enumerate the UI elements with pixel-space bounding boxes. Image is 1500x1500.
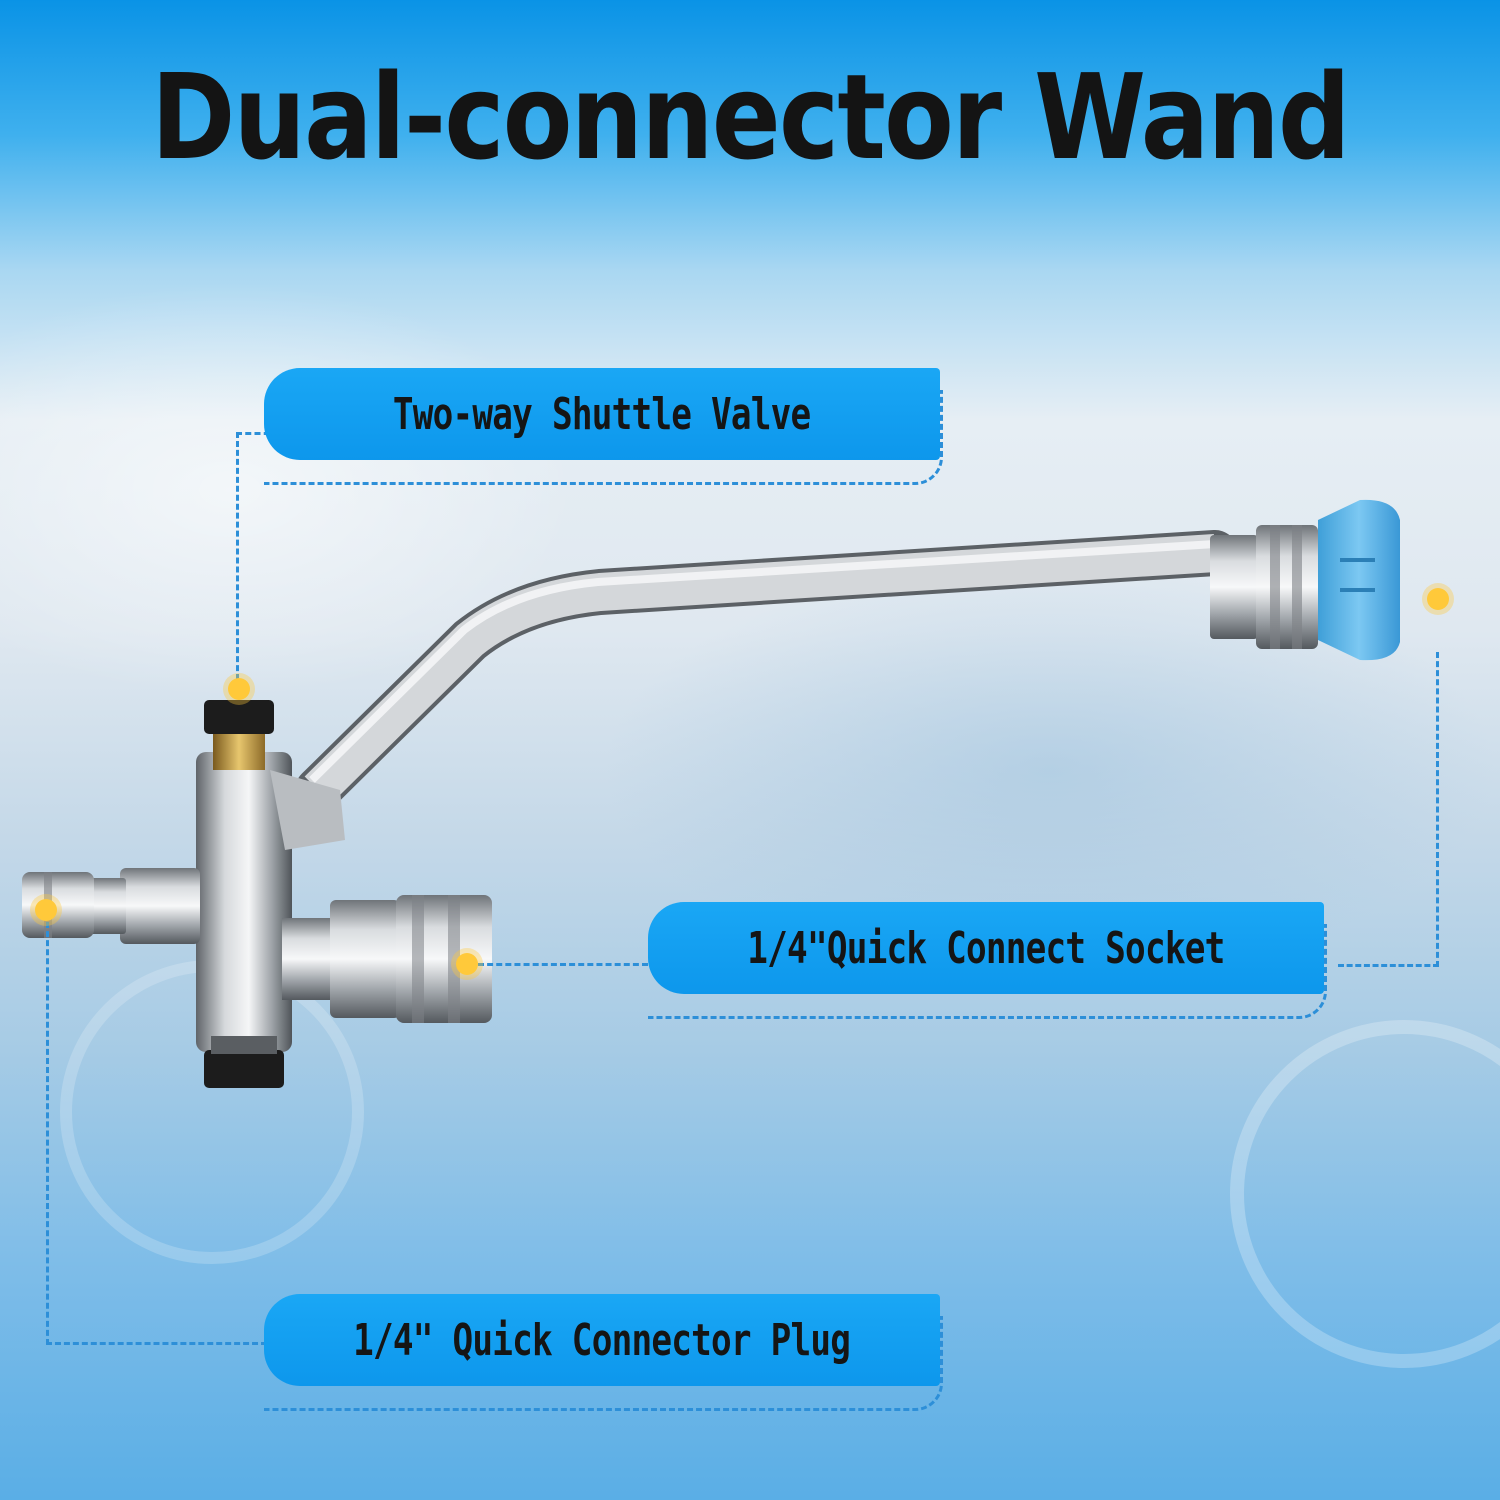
callout-socket: 1/4"Quick Connect Socket <box>648 902 1327 1019</box>
callout-plug: 1/4" Quick Connector Plug <box>264 1294 943 1411</box>
callout-valve: Two-way Shuttle Valve <box>264 368 943 485</box>
socket-marker-dot <box>1427 588 1449 610</box>
plug-leader-line <box>46 922 267 1345</box>
plug-marker-dot <box>35 899 57 921</box>
socket-hex-nut <box>1210 535 1258 639</box>
callout-valve-label: Two-way Shuttle Valve <box>393 388 811 440</box>
valve-body <box>196 752 292 1052</box>
plug-hex-nut <box>120 868 200 944</box>
nozzle-tip <box>1318 499 1400 661</box>
socket-body <box>1256 525 1318 649</box>
lower-socket-marker-dot <box>456 953 478 975</box>
valve-junction <box>270 770 345 850</box>
callout-socket-label: 1/4"Quick Connect Socket <box>747 922 1225 974</box>
valve-leader-line <box>236 432 279 689</box>
lower-socket-leader-line <box>478 963 648 966</box>
wand-tube <box>304 534 1217 804</box>
valve-knob <box>204 700 274 734</box>
wand-tube-highlight <box>309 540 1216 783</box>
page-title: Dual-connector Wand <box>151 48 1351 186</box>
socket-leader-line <box>1338 652 1439 967</box>
bottom-cap <box>204 1050 284 1088</box>
callout-plug-label: 1/4" Quick Connector Plug <box>353 1314 851 1366</box>
plug-tip <box>22 872 94 938</box>
valve-marker-dot <box>228 678 250 700</box>
lower-socket-body <box>396 895 492 1023</box>
valve-stem <box>213 728 265 770</box>
lower-socket-nut <box>330 900 400 1018</box>
